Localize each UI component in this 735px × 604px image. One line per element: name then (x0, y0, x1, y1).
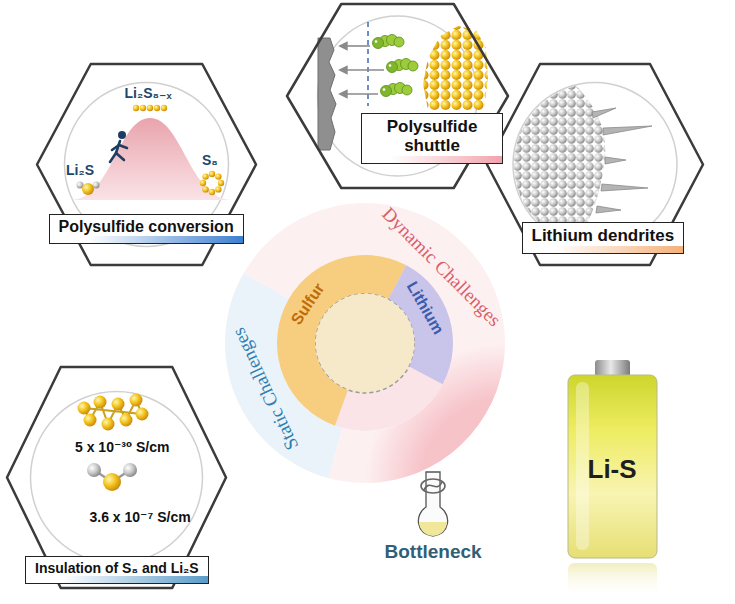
molecule-illustration (120, 414, 133, 427)
challenge-hexagon: Polysulfide shuttle (285, 2, 510, 190)
shuttle-illustration (340, 69, 384, 71)
molecule-illustration (103, 473, 121, 491)
molecule-illustration (112, 398, 125, 411)
molecule-illustration (78, 402, 91, 415)
species-label: S₈ (202, 152, 218, 168)
conversion-illustration (112, 145, 119, 150)
dendrite-illustration (592, 108, 616, 118)
challenge-wheel: Dynamic ChallengesStatic ChallengesSulfu… (225, 203, 505, 483)
hexagon-border (287, 4, 508, 188)
conversion-illustration (133, 105, 139, 111)
conductivity-value: 5 x 10⁻³⁰ S/cm (75, 439, 169, 455)
caption-tag: Polysulfide shuttle (361, 113, 503, 164)
conversion-illustration (154, 105, 160, 111)
conversion-illustration (161, 105, 167, 111)
conversion-illustration (110, 153, 116, 162)
conversion-illustration (70, 118, 232, 200)
shuttle-illustration (340, 45, 370, 47)
challenge-hexagon: Li₂S₈₋ₓLi₂S S₈ Polysulfide conversion (35, 62, 258, 267)
caption-tag: Polysulfide conversion (49, 214, 244, 244)
sector-fill (388, 265, 453, 384)
conversion-illustration (209, 189, 215, 195)
conversion-illustration (147, 105, 153, 111)
species-label: Li₂S (66, 162, 94, 178)
conversion-illustration (209, 171, 215, 177)
conversion-illustration (202, 173, 208, 179)
shuttle-illustration (381, 83, 413, 97)
wheel-sector-outline (277, 255, 453, 431)
molecule-illustration (87, 463, 101, 477)
conversion-illustration (82, 183, 94, 195)
conversion-illustration (116, 153, 124, 160)
molecule-illustration (84, 414, 97, 427)
hexagon-border (37, 64, 256, 265)
bottleneck-icon (419, 522, 447, 536)
bottleneck-icon (418, 472, 447, 536)
dendrite-illustration (603, 126, 652, 135)
sector-fill (277, 255, 406, 426)
battery-body (568, 375, 657, 558)
conversion-illustration (202, 186, 208, 192)
species-label: Li₂S₈₋ₓ (125, 85, 172, 101)
core-circle (315, 293, 415, 393)
dendrite-illustration (605, 157, 626, 164)
hexagon-border (7, 367, 226, 588)
challenge-hexagon: Lithium dendrites (485, 62, 705, 267)
battery-reflection (568, 563, 657, 599)
battery-cap (595, 360, 630, 377)
conductivity-value: 3.6 x 10⁻⁷ S/cm (90, 509, 191, 525)
shuttle-illustration (318, 38, 336, 150)
dendrite-illustration (596, 206, 621, 213)
bottleneck-icon (418, 472, 447, 536)
caption-tag: Lithium dendrites (522, 222, 685, 254)
challenge-hexagon: 5 x 10⁻³⁰ S/cm 3.6 x 10⁻⁷ S/cmInsulation … (5, 365, 228, 590)
molecule-illustration (123, 463, 137, 477)
conversion-illustration (215, 173, 221, 179)
bottleneck-icon (424, 482, 442, 490)
conversion-illustration (200, 180, 206, 186)
battery-label: Li-S (588, 455, 637, 485)
caption-tag: Insulation of S₈ and Li₂S (25, 556, 209, 584)
icon-label: Bottleneck (385, 541, 482, 563)
battery-gloss (576, 382, 589, 550)
conversion-illustration (215, 186, 221, 192)
shuttle-illustration (387, 59, 419, 73)
dendrite-illustration (601, 184, 648, 191)
conversion-illustration (110, 131, 127, 162)
battery-shape: Li-S (565, 360, 660, 560)
shuttle-illustration (423, 26, 488, 110)
molecule-illustration (94, 396, 107, 409)
molecule-illustration (102, 418, 115, 431)
battery-reflection (568, 563, 657, 599)
inner-circles (31, 392, 203, 564)
conversion-illustration (218, 180, 224, 186)
bottleneck-icon (421, 479, 445, 493)
hexagon-border (487, 64, 703, 265)
conversion-illustration (70, 105, 232, 200)
conversion-illustration (140, 105, 146, 111)
inner-circles (31, 16, 678, 564)
shuttle-illustration (340, 93, 378, 95)
wheel-core (277, 255, 453, 431)
conversion-illustration (118, 131, 126, 139)
molecule-illustration (136, 408, 149, 421)
wheel-sector: Lithium (277, 255, 453, 431)
dendrite-illustration (592, 108, 652, 213)
molecule-illustration (130, 394, 143, 407)
shuttle-illustration (373, 35, 405, 49)
challenge-wheel-outline (225, 203, 505, 483)
